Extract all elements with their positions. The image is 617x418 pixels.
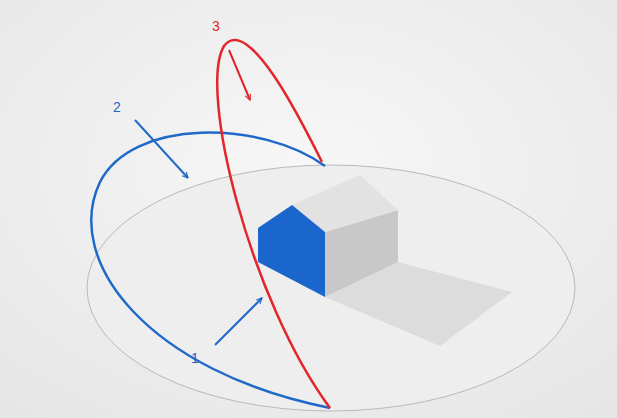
sun-ray-arrow: [135, 120, 188, 178]
sun-ray-arrow: [229, 50, 250, 100]
red-sun-path: [217, 40, 330, 408]
sun-ray-arrow: [215, 298, 262, 345]
blue-sun-path: [91, 133, 330, 408]
ground-circle: [87, 165, 575, 411]
callout-number: 2: [113, 99, 121, 115]
callout-number: 1: [191, 350, 199, 366]
house-gable-face: [258, 205, 325, 297]
callout-number: 3: [212, 18, 220, 34]
